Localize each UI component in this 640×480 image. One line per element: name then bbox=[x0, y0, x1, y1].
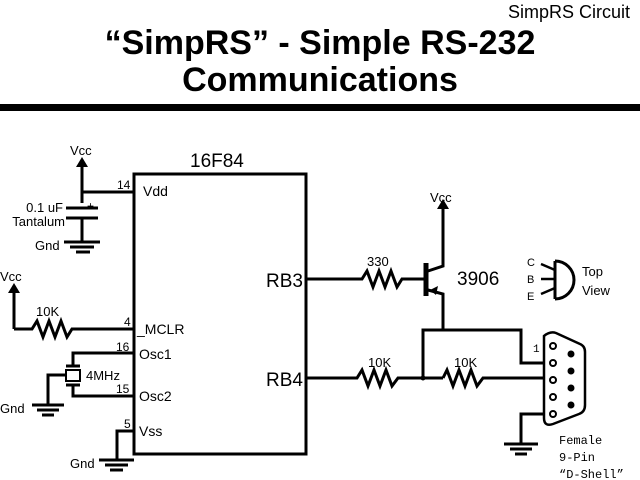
title-line-2: Communications bbox=[182, 61, 458, 99]
osc1-wire bbox=[71, 351, 134, 366]
crystal-gnd-wire bbox=[46, 373, 66, 404]
capacitor-value: 0.1 uF bbox=[26, 200, 63, 215]
vss-wire bbox=[115, 429, 134, 459]
db9-pin-4 bbox=[549, 393, 557, 401]
title-divider bbox=[0, 104, 640, 111]
crystal-value: 4MHz bbox=[86, 368, 120, 383]
transistor-emitter-to-vcc bbox=[427, 205, 445, 273]
pin-number-osc1: 16 bbox=[116, 340, 130, 354]
to92-body-arc bbox=[554, 259, 576, 301]
pin-name-osc1: Osc1 bbox=[139, 346, 172, 362]
db9-pin-6 bbox=[567, 350, 575, 358]
pin-number-osc2: 15 bbox=[116, 382, 130, 396]
ground-symbol bbox=[99, 458, 134, 472]
slide-label: SimpRS Circuit bbox=[507, 2, 630, 22]
title-line-1: “SimpRS” - Simple RS-232 bbox=[104, 24, 536, 62]
db9-pin-3 bbox=[549, 376, 557, 384]
resistor-base-value: 330 bbox=[367, 254, 389, 269]
vcc-label: Vcc bbox=[0, 269, 22, 284]
osc2-wire bbox=[71, 385, 134, 398]
vcc-label: Vcc bbox=[70, 143, 92, 158]
resistor-rx bbox=[441, 365, 545, 391]
connector-caption-2: 9-Pin bbox=[559, 451, 595, 465]
db9-pins-row2 bbox=[567, 350, 575, 409]
connector-caption-3: “D-Shell” bbox=[559, 468, 624, 480]
to92-label-b: B bbox=[527, 274, 534, 286]
to92-caption-view: View bbox=[582, 283, 611, 298]
pin-number-vdd: 14 bbox=[117, 178, 131, 192]
ground-symbol bbox=[32, 403, 64, 417]
junction-dot bbox=[420, 375, 426, 381]
to92-label-c: C bbox=[527, 257, 535, 269]
gnd-label: Gnd bbox=[35, 238, 60, 253]
pin-name-vdd: Vdd bbox=[143, 183, 168, 199]
db9-pin-8 bbox=[567, 384, 575, 392]
db9-pin-2 bbox=[549, 359, 557, 367]
collector-net-wire bbox=[421, 328, 543, 378]
pin-number-vss: 5 bbox=[124, 417, 131, 431]
resistor-rb4-value: 10K bbox=[368, 355, 391, 370]
db9-pin-9 bbox=[567, 401, 575, 409]
pin-name-vss: Vss bbox=[139, 423, 162, 439]
pin-name-mclr: _MCLR bbox=[136, 321, 184, 337]
pin-name-rb4: RB4 bbox=[266, 370, 303, 391]
resistor-rx-value: 10K bbox=[454, 355, 477, 370]
vcc-arrow-icon bbox=[76, 157, 88, 167]
gnd-label: Gnd bbox=[0, 401, 25, 416]
db9-pin-7 bbox=[567, 367, 575, 375]
pin-name-osc2: Osc2 bbox=[139, 388, 172, 404]
transistor-part-label: 3906 bbox=[457, 269, 499, 290]
resistor-rb4 bbox=[355, 365, 443, 391]
resistor-mclr-value: 10K bbox=[36, 304, 59, 319]
capacitor-type: Tantalum bbox=[12, 214, 65, 229]
db9-pins bbox=[549, 342, 557, 418]
transistor-collector bbox=[427, 288, 445, 330]
gnd-label: Gnd bbox=[70, 456, 95, 471]
to92-pin-c bbox=[540, 262, 556, 272]
vcc-arrow-icon bbox=[8, 283, 20, 293]
chip-body bbox=[132, 172, 308, 456]
chip-part-label: 16F84 bbox=[190, 151, 244, 172]
capacitor-polarity: + bbox=[87, 199, 94, 213]
connector-caption-1: Female bbox=[559, 434, 602, 448]
to92-pin-e bbox=[540, 286, 556, 296]
to92-label-e: E bbox=[527, 291, 534, 303]
resistor-base bbox=[360, 266, 424, 292]
crystal-body bbox=[65, 369, 81, 382]
ground-symbol bbox=[64, 240, 100, 254]
db9-pin1-label: 1 bbox=[533, 344, 540, 356]
pin-name-rb3: RB3 bbox=[266, 271, 303, 292]
vcc-label: Vcc bbox=[430, 190, 452, 205]
db9-pin-5 bbox=[549, 410, 557, 418]
vcc-arrow-icon bbox=[437, 199, 449, 209]
to92-caption-top: Top bbox=[582, 264, 603, 279]
db9-pin-1 bbox=[549, 342, 557, 350]
db9-shell bbox=[542, 331, 587, 426]
ground-symbol bbox=[504, 442, 538, 456]
db9-gnd-wire bbox=[519, 412, 545, 443]
transistor-arrow-icon bbox=[430, 286, 438, 295]
resistor-mclr bbox=[14, 316, 134, 342]
pin-number-mclr: 4 bbox=[124, 315, 131, 329]
